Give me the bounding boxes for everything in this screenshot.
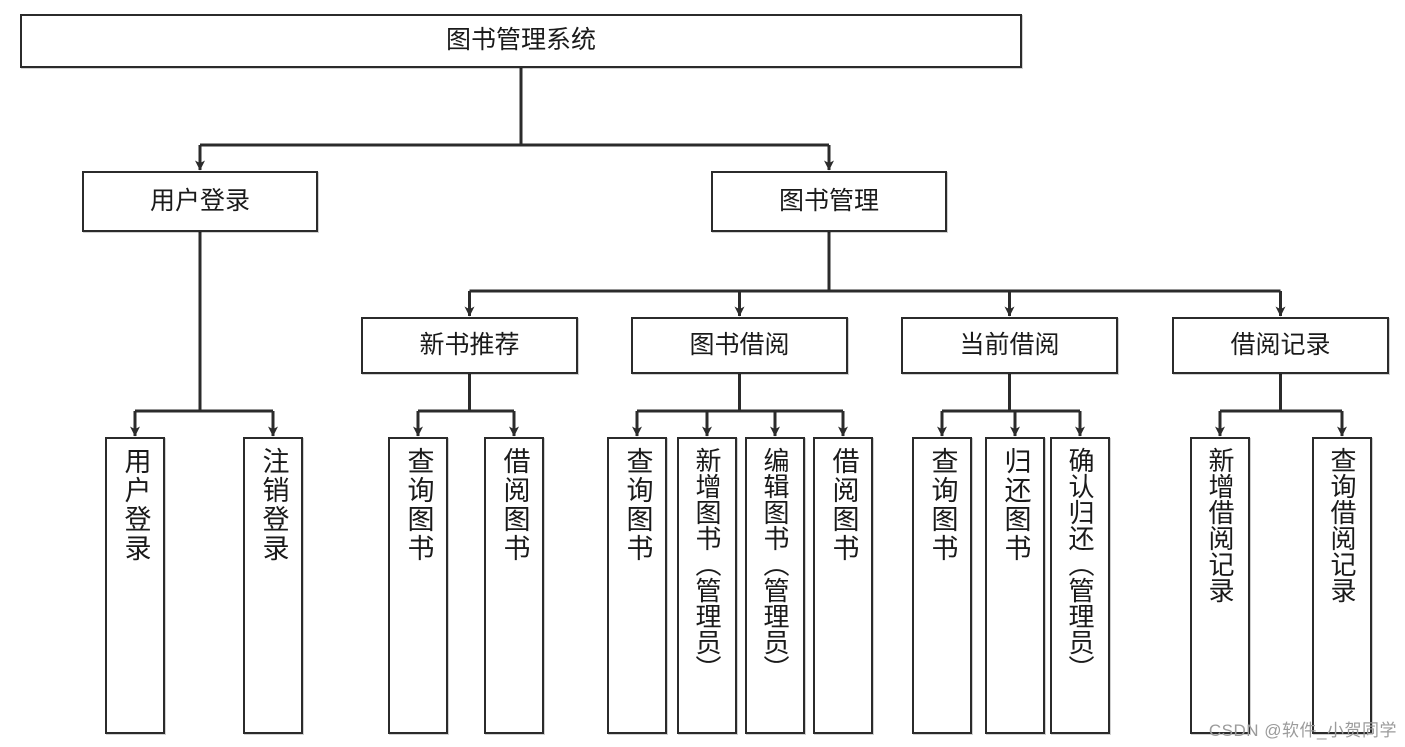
node-bookmgmt[interactable]: 图书管理	[711, 171, 947, 232]
node-label: 借阅图书	[499, 447, 530, 563]
node-label: 归还图书	[1000, 447, 1031, 563]
node-current[interactable]: 当前借阅	[901, 317, 1118, 374]
node-borrow-2[interactable]: 新增图书（管理员）	[677, 437, 737, 734]
node-label: 新书推荐	[419, 330, 520, 359]
node-label: 注销登录	[258, 447, 289, 563]
node-current-3[interactable]: 确认归还（管理员）	[1050, 437, 1110, 734]
node-root[interactable]: 图书管理系统	[20, 14, 1022, 68]
node-borrow-4[interactable]: 借阅图书	[813, 437, 873, 734]
node-label: 查询图书	[927, 447, 958, 563]
node-label: 当前借阅	[959, 330, 1060, 359]
node-login[interactable]: 用户登录	[82, 171, 318, 232]
node-current-2[interactable]: 归还图书	[985, 437, 1045, 734]
node-label: 用户登录	[149, 186, 250, 215]
node-label: 编辑图书（管理员）	[760, 447, 790, 681]
node-label: 查询图书	[403, 447, 434, 563]
node-borrow-1[interactable]: 查询图书	[607, 437, 667, 734]
node-label: 图书管理	[778, 186, 879, 215]
node-label: 图书借阅	[689, 330, 790, 359]
node-label: 借阅记录	[1230, 330, 1331, 359]
watermark: CSDN @软件_小贺同学	[1208, 721, 1397, 740]
node-label: 图书管理系统	[445, 26, 596, 55]
node-newbook-2[interactable]: 借阅图书	[484, 437, 544, 734]
node-label: 借阅图书	[828, 447, 859, 563]
node-current-1[interactable]: 查询图书	[912, 437, 972, 734]
node-borrow[interactable]: 图书借阅	[631, 317, 848, 374]
node-newbook[interactable]: 新书推荐	[361, 317, 578, 374]
node-records-2[interactable]: 查询借阅记录	[1312, 437, 1372, 734]
node-label: 查询图书	[622, 447, 653, 563]
node-login-2[interactable]: 注销登录	[243, 437, 303, 734]
node-label: 查询借阅记录	[1327, 447, 1357, 603]
node-label: 确认归还（管理员）	[1065, 447, 1095, 681]
node-records-1[interactable]: 新增借阅记录	[1190, 437, 1250, 734]
node-newbook-1[interactable]: 查询图书	[388, 437, 448, 734]
node-label: 用户登录	[120, 447, 151, 563]
node-records[interactable]: 借阅记录	[1172, 317, 1389, 374]
node-login-1[interactable]: 用户登录	[105, 437, 165, 734]
node-label: 新增图书（管理员）	[692, 447, 722, 681]
node-borrow-3[interactable]: 编辑图书（管理员）	[745, 437, 805, 734]
node-label: 新增借阅记录	[1205, 447, 1235, 603]
